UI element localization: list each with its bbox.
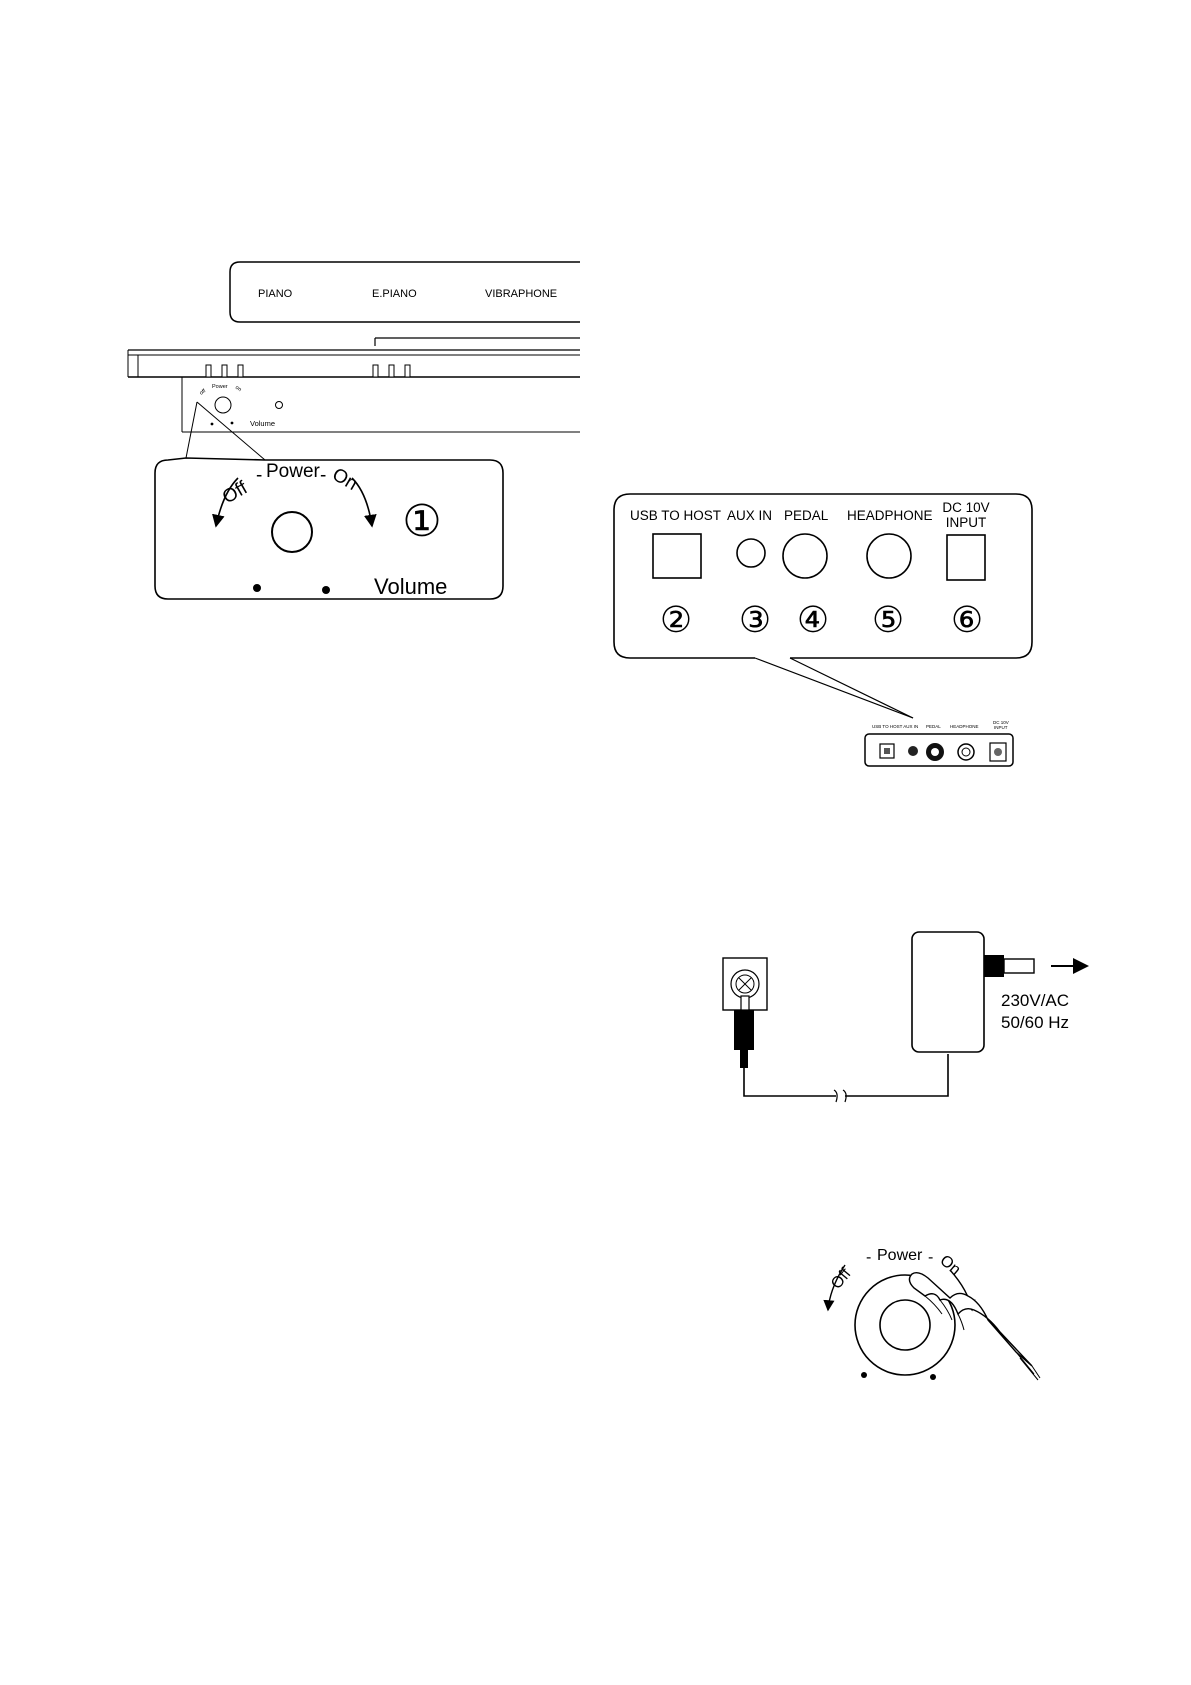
jack-number-3: ③	[739, 599, 771, 640]
rear-panel-mini: USB TO HOST AUX IN PEDAL HEADPHONE DC 10…	[865, 720, 1013, 766]
mini-usb-aux-label: USB TO HOST AUX IN	[872, 724, 918, 729]
knob-dash-right: -	[928, 1249, 933, 1266]
adapter-body	[912, 932, 984, 1052]
power-volume-callout: Off - Power - On ① Volume	[155, 458, 503, 599]
mini-indicator	[276, 402, 283, 409]
knob-power-label: Power	[877, 1247, 923, 1264]
headphone-jack	[867, 534, 911, 578]
usb-port	[653, 534, 701, 578]
mini-headphone-label: HEADPHONE	[950, 724, 979, 729]
jack-number-6: ⑥	[951, 599, 983, 640]
dc-input-label-line2: INPUT	[946, 515, 987, 530]
dc-plug	[734, 1010, 754, 1050]
pointing-hand-icon	[909, 1273, 1032, 1366]
mini-on-label: on	[234, 385, 242, 393]
aux-in-label: AUX IN	[727, 508, 772, 523]
usb-to-host-label: USB TO HOST	[630, 508, 721, 523]
knob-off-label: Off	[828, 1265, 855, 1292]
knob-dot-max	[930, 1374, 936, 1380]
jack-number-5: ⑤	[872, 599, 904, 640]
jack-number-2: ②	[660, 599, 692, 640]
callout-on-label: On	[329, 464, 361, 495]
knob-dash-left: -	[866, 1249, 871, 1266]
callout-number-1: ①	[402, 497, 441, 546]
jack-number-4: ④	[797, 599, 829, 640]
aux-in-jack	[737, 539, 765, 567]
mini-pedal-label: PEDAL	[926, 724, 941, 729]
volume-dot-min	[253, 584, 261, 592]
mini-off-label: off	[199, 388, 208, 397]
callout-off-label: Off	[219, 477, 252, 508]
adapter-voltage: 230V/AC	[1001, 991, 1069, 1010]
pedal-jack	[783, 534, 827, 578]
mini-volume-label: Volume	[250, 419, 275, 428]
volume-dot-max	[322, 586, 330, 594]
callout-dash-right: -	[320, 465, 326, 486]
callout-power-label: Power	[266, 461, 321, 482]
mini-power-label: Power	[212, 384, 228, 390]
callout-dash-left: -	[256, 465, 262, 486]
power-knob-inner	[880, 1300, 930, 1350]
pedal-label: PEDAL	[784, 508, 829, 523]
mini-dc-label-2: INPUT	[994, 725, 1008, 730]
power-adapter-illustration: 230V/AC 50/60 Hz	[723, 932, 1087, 1102]
power-knob-illustration: Off - Power - On	[828, 1247, 1040, 1380]
rear-panel-callout: USB TO HOST AUX IN PEDAL HEADPHONE DC 10…	[614, 494, 1032, 718]
panel-keys	[206, 365, 410, 377]
adapter-frequency: 50/60 Hz	[1001, 1013, 1069, 1032]
mini-power-knob	[215, 397, 231, 413]
knob-dot-min	[861, 1372, 867, 1378]
voice-label-vibraphone: VIBRAPHONE	[485, 288, 557, 300]
voice-label-piano: PIANO	[258, 288, 293, 300]
dc-input-label-line1: DC 10V	[942, 500, 989, 515]
dc-input-jack	[947, 535, 985, 580]
power-knob	[272, 512, 312, 552]
headphone-label: HEADPHONE	[847, 508, 933, 523]
knob-on-label: On	[936, 1252, 963, 1279]
keyboard-front-panel: PIANO E.PIANO VIBRAPHONE off Power on Vo…	[128, 262, 580, 460]
callout-volume-label: Volume	[374, 574, 447, 599]
voice-label-epiano: E.PIANO	[372, 288, 417, 300]
